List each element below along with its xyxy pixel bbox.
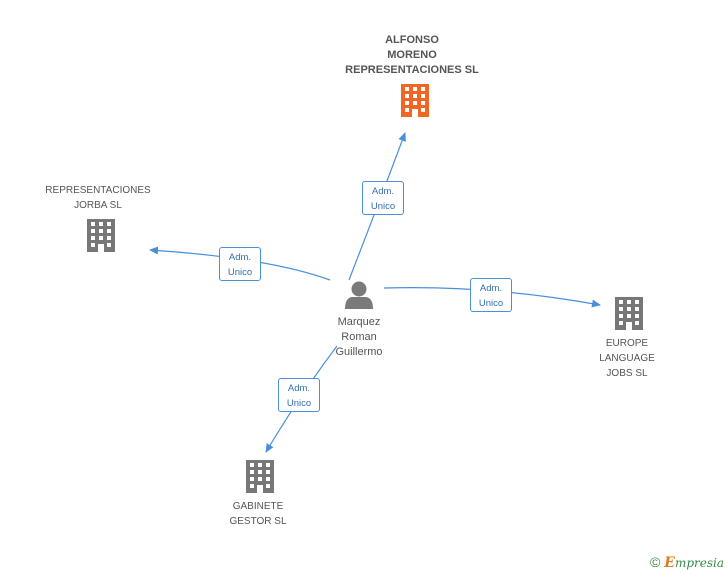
- brand-footer: ©Empresia: [650, 554, 724, 571]
- edge-label-gabinete: Adm. Unico: [278, 378, 320, 412]
- company-label-alfonso[interactable]: ALFONSO MORENO REPRESENTACIONES SL: [322, 33, 502, 78]
- company-label-europe[interactable]: EUROPE LANGUAGE JOBS SL: [577, 336, 677, 381]
- company-name-line: EUROPE: [605, 338, 649, 349]
- person-name-line: Guillermo: [335, 346, 383, 358]
- building-icon[interactable]: [615, 297, 643, 330]
- person-icon[interactable]: [345, 281, 373, 310]
- edge-label-jorba: Adm. Unico: [219, 247, 261, 281]
- edge-label-line: Unico: [478, 298, 504, 309]
- brand-logo: Empresia: [664, 555, 724, 571]
- edge-label-line: Adm.: [228, 252, 252, 263]
- building-icon[interactable]: [87, 219, 115, 252]
- edge-label-line: Adm.: [479, 283, 503, 294]
- building-icon[interactable]: [246, 460, 274, 493]
- person-label[interactable]: Marquez Roman Guillermo: [309, 315, 409, 360]
- company-name-line: GABINETE: [232, 501, 284, 512]
- building-icon[interactable]: [401, 84, 429, 117]
- company-name-line: JOBS SL: [606, 368, 648, 379]
- edge-label-europe: Adm. Unico: [470, 278, 512, 312]
- company-label-jorba[interactable]: REPRESENTACIONES JORBA SL: [28, 183, 168, 213]
- copyright-icon: ©: [649, 554, 661, 570]
- company-name-line: JORBA SL: [74, 200, 122, 211]
- edge-label-alfonso: Adm. Unico: [362, 181, 404, 215]
- edge-label-line: Unico: [227, 267, 253, 278]
- person-name-line: Marquez: [337, 316, 381, 328]
- edge-label-line: Unico: [370, 201, 396, 212]
- company-name-line: ALFONSO: [385, 34, 439, 46]
- edge-label-line: Adm.: [371, 186, 395, 197]
- company-name-line: REPRESENTACIONES SL: [345, 64, 479, 76]
- company-name-line: MORENO: [387, 49, 437, 61]
- edge-label-line: Adm.: [287, 383, 311, 394]
- company-label-gabinete[interactable]: GABINETE GESTOR SL: [208, 499, 308, 529]
- company-name-line: GESTOR SL: [229, 516, 287, 527]
- person-name-line: Roman: [341, 331, 377, 343]
- company-name-line: REPRESENTACIONES: [45, 185, 151, 196]
- company-name-line: LANGUAGE: [599, 353, 655, 364]
- edge-label-line: Unico: [286, 398, 312, 409]
